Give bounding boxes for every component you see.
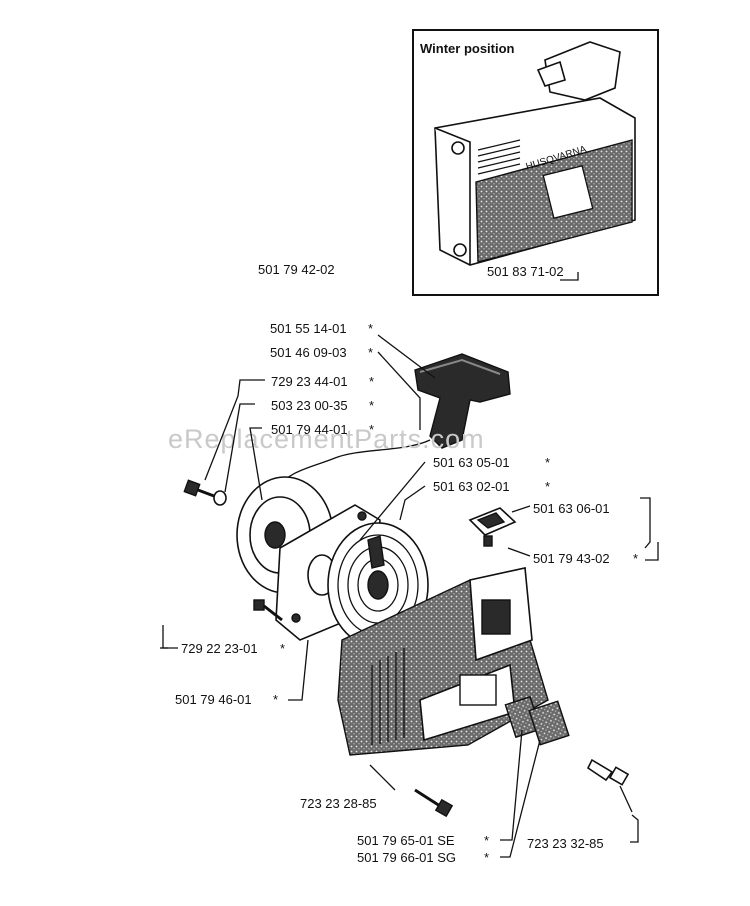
- grill-icon: [468, 507, 517, 547]
- decal-sg-icon: [528, 700, 570, 746]
- label-main-assembly: 501 79 42-02: [258, 262, 335, 277]
- label-pulley: 501 79 44-01: [271, 422, 348, 437]
- inset-title: Winter position: [420, 41, 515, 56]
- starter-cover-icon: [337, 567, 549, 756]
- leader-lines: [160, 334, 659, 858]
- starter-handle-icon: [414, 353, 511, 449]
- screw-left-icon: [253, 599, 283, 622]
- washer-icon: [213, 490, 227, 506]
- label-screw-top: 729 23 44-01: [271, 374, 348, 389]
- asterisk-decal-se: *: [484, 833, 489, 848]
- label-decal-se: 501 79 65-01 SE: [357, 833, 455, 848]
- label-cover: 501 79 43-02: [533, 551, 610, 566]
- label-screw-bottom: 723 23 28-85: [300, 796, 377, 811]
- label-handle: 501 55 14-01: [270, 321, 347, 336]
- screw-top-left-icon: [183, 479, 215, 498]
- asterisk-screw-top: *: [369, 374, 374, 389]
- label-spring-cassette: 501 63 05-01: [433, 455, 510, 470]
- label-rope: 501 46 09-03: [270, 345, 347, 360]
- label-washer: 503 23 00-35: [271, 398, 348, 413]
- inset-part-label: 501 83 71-02: [487, 264, 564, 279]
- starter-rope-icon: [274, 439, 431, 491]
- label-spring: 501 63 02-01: [433, 479, 510, 494]
- asterisk-pulley: *: [369, 422, 374, 437]
- winter-position-inset: Winter position HUSQVARNA 501 83 71-02: [412, 29, 659, 296]
- asterisk-washer: *: [369, 398, 374, 413]
- asterisk-pawl-plate: *: [273, 692, 278, 707]
- label-screw-right: 723 23 32-85: [527, 836, 604, 851]
- asterisk-rope: *: [368, 345, 373, 360]
- label-grill: 501 63 06-01: [533, 501, 610, 516]
- asterisk-spring: *: [545, 479, 550, 494]
- label-decal-sg: 501 79 66-01 SG: [357, 850, 456, 865]
- label-screw-left: 729 22 23-01: [181, 641, 258, 656]
- asterisk-cover: *: [633, 551, 638, 566]
- label-pawl-plate: 501 79 46-01: [175, 692, 252, 707]
- asterisk-screw-left: *: [280, 641, 285, 656]
- asterisk-spring-cassette: *: [545, 455, 550, 470]
- asterisk-decal-sg: *: [484, 850, 489, 865]
- screw-bottom-icon: [414, 788, 454, 818]
- asterisk-handle: *: [368, 321, 373, 336]
- screw-right-icon: [586, 758, 630, 786]
